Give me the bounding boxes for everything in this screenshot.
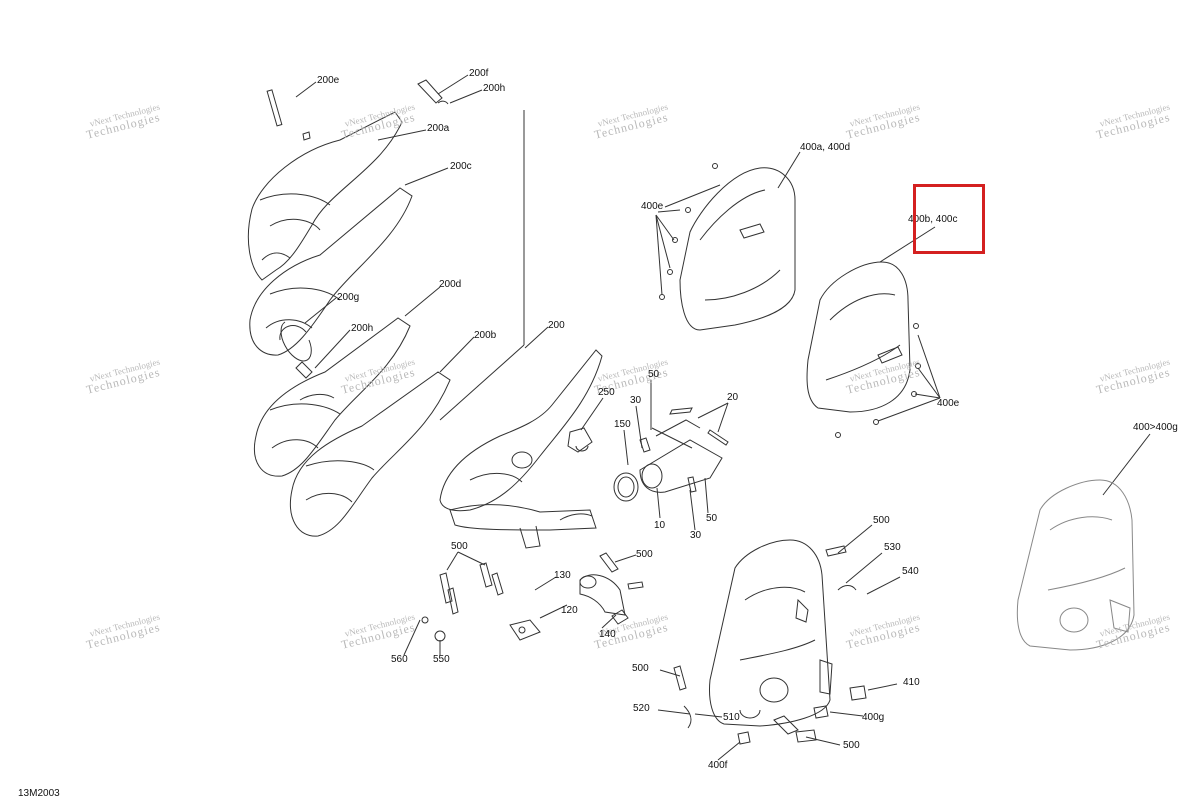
callout-50-bottom: 50 (706, 513, 718, 524)
gasket-150 (613, 472, 639, 502)
callout-530: 530 (884, 542, 901, 553)
clamp-200g (279, 325, 313, 379)
sensor-250 (567, 427, 593, 453)
callout-200h-top: 200h (483, 83, 506, 94)
callout-130: 130 (554, 570, 571, 581)
callout-10: 10 (654, 520, 666, 531)
assembly-400-to-400g (1016, 479, 1135, 651)
callout-120: 120 (561, 605, 578, 616)
callout-500-r3: 500 (843, 740, 860, 751)
callout-200c: 200c (450, 161, 472, 172)
callout-500-r1: 500 (873, 515, 890, 526)
callout-520: 520 (633, 703, 650, 714)
callout-400g: 400g (862, 712, 885, 723)
clamp-140 (611, 609, 629, 625)
callout-540: 540 (902, 566, 919, 577)
spring-parts-right (673, 545, 867, 745)
callout-200d: 200d (439, 279, 462, 290)
rod-200e (266, 89, 311, 141)
callout-30-bottom: 30 (690, 530, 702, 541)
callout-400b-400c: 400b, 400c (908, 214, 958, 225)
callout-560: 560 (391, 654, 408, 665)
heat-shield-400b (806, 261, 911, 413)
callout-200b: 200b (474, 330, 497, 341)
callout-500-r2: 500 (632, 663, 649, 674)
muffler-200c (249, 187, 413, 362)
callout-50-top: 50 (648, 369, 660, 380)
highlight-box (913, 184, 985, 254)
callout-410: 410 (903, 677, 920, 688)
leader-lines (295, 74, 1151, 761)
muffler-200b (290, 371, 451, 537)
bracket-120 (509, 619, 541, 641)
callout-200a: 200a (427, 123, 450, 134)
manifold-10 (639, 419, 723, 493)
bolts-30 (639, 437, 697, 493)
studs-20 (669, 407, 729, 446)
muffler-assembly-400 (709, 539, 833, 727)
springs-500 (439, 552, 644, 615)
callout-200g: 200g (337, 292, 360, 303)
callout-200h: 200h (351, 323, 374, 334)
callout-400a-400d: 400a, 400d (800, 142, 851, 153)
callout-20: 20 (727, 392, 739, 403)
washer-550 (421, 616, 446, 642)
callout-200: 200 (548, 320, 565, 331)
callout-510: 510 (723, 712, 740, 723)
muffler-200d (254, 317, 411, 477)
spring-200f (417, 79, 449, 105)
elbow-130 (579, 574, 626, 616)
exhaust-pipe-200 (439, 349, 603, 549)
callout-400e-right: 400e (937, 398, 960, 409)
heat-shield-400a (679, 167, 796, 331)
callout-550: 550 (433, 654, 450, 665)
callout-400-to-400g: 400>400g (1133, 422, 1178, 433)
callout-200f: 200f (469, 68, 489, 79)
nuts-400e (659, 163, 921, 438)
callout-250: 250 (598, 387, 615, 398)
callout-400f: 400f (708, 760, 728, 771)
callout-150: 150 (614, 419, 631, 430)
muffler-200a (247, 111, 403, 281)
callout-500-left: 500 (451, 541, 468, 552)
callout-30-top: 30 (630, 395, 642, 406)
callout-500-mid: 500 (636, 549, 653, 560)
callout-400e-left: 400e (641, 201, 664, 212)
callout-200e: 200e (317, 75, 340, 86)
drawing-id: 13M2003 (18, 788, 60, 799)
callout-140: 140 (599, 629, 616, 640)
